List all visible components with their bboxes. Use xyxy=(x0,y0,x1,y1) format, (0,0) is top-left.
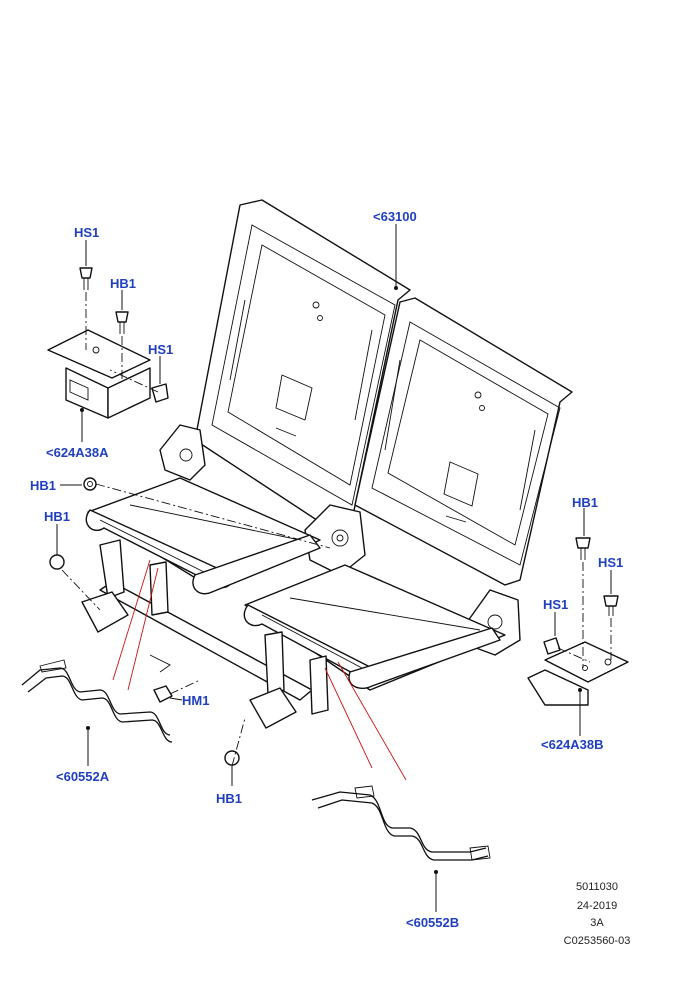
bracket-624a38a xyxy=(47,329,151,419)
callout-wire-right: <60552B xyxy=(406,915,459,930)
reference-line-3: 3A xyxy=(590,917,604,929)
bolt-hb1-bottom xyxy=(224,750,240,766)
bracket-624a38b xyxy=(527,641,629,706)
callout-hs1-mid-left: HS1 xyxy=(148,342,173,357)
bolt-hs1-mid-left xyxy=(151,383,169,403)
bolt-hm1 xyxy=(153,685,173,703)
callout-hb1-bottom: HB1 xyxy=(216,791,242,806)
callout-hs1-right-mid: HS1 xyxy=(543,597,568,612)
reference-line-4: C0253560-03 xyxy=(564,935,631,947)
backrest-frame-left xyxy=(194,199,411,531)
reference-block: 5011030 24-2019 3A C0253560-03 xyxy=(564,881,631,947)
pivot-brackets xyxy=(159,424,521,656)
callout-hb1-top-left: HB1 xyxy=(110,276,136,291)
wire-spring-60552a xyxy=(21,659,173,743)
lower-base-rail xyxy=(81,539,329,729)
callout-leaders xyxy=(56,224,612,912)
cushion-frame-right xyxy=(243,564,506,691)
wire-spring-60552b xyxy=(311,785,491,861)
fasteners xyxy=(49,267,619,766)
callout-backrest: <63100 xyxy=(373,209,417,224)
cushion-frame-left xyxy=(85,477,321,595)
callout-bracket-left: <624A38A xyxy=(46,445,109,460)
bolt-hb1-lower-left xyxy=(49,554,65,570)
red-leaders xyxy=(112,559,407,781)
reference-line-1: 5011030 xyxy=(576,881,618,893)
callout-hs1-right-top: HS1 xyxy=(598,555,623,570)
callout-wire-left: <60552A xyxy=(56,769,110,784)
backrest-frame-right xyxy=(354,297,573,586)
bolt-hb1-left-pin xyxy=(83,477,97,491)
callout-hb1-right: HB1 xyxy=(572,495,598,510)
assembly-centerlines xyxy=(61,292,612,767)
reference-line-2: 24-2019 xyxy=(577,900,617,912)
callout-hb1-left-pin: HB1 xyxy=(30,478,56,493)
bolt-hb1-top-left xyxy=(115,311,129,334)
callout-hm1: HM1 xyxy=(182,693,209,708)
bolt-hs1-top-left xyxy=(79,267,93,290)
bolt-hb1-right xyxy=(575,537,591,560)
bolt-hs1-right-mid xyxy=(543,637,561,655)
callout-bracket-right: <624A38B xyxy=(541,737,604,752)
bolt-hs1-right-top xyxy=(603,595,619,616)
callout-hb1-lower-left: HB1 xyxy=(44,509,70,524)
callout-labels: HS1 HB1 HS1 <624A38A <63100 HB1 HB1 HM1 … xyxy=(30,209,623,930)
callout-hs1-top-left: HS1 xyxy=(74,225,99,240)
